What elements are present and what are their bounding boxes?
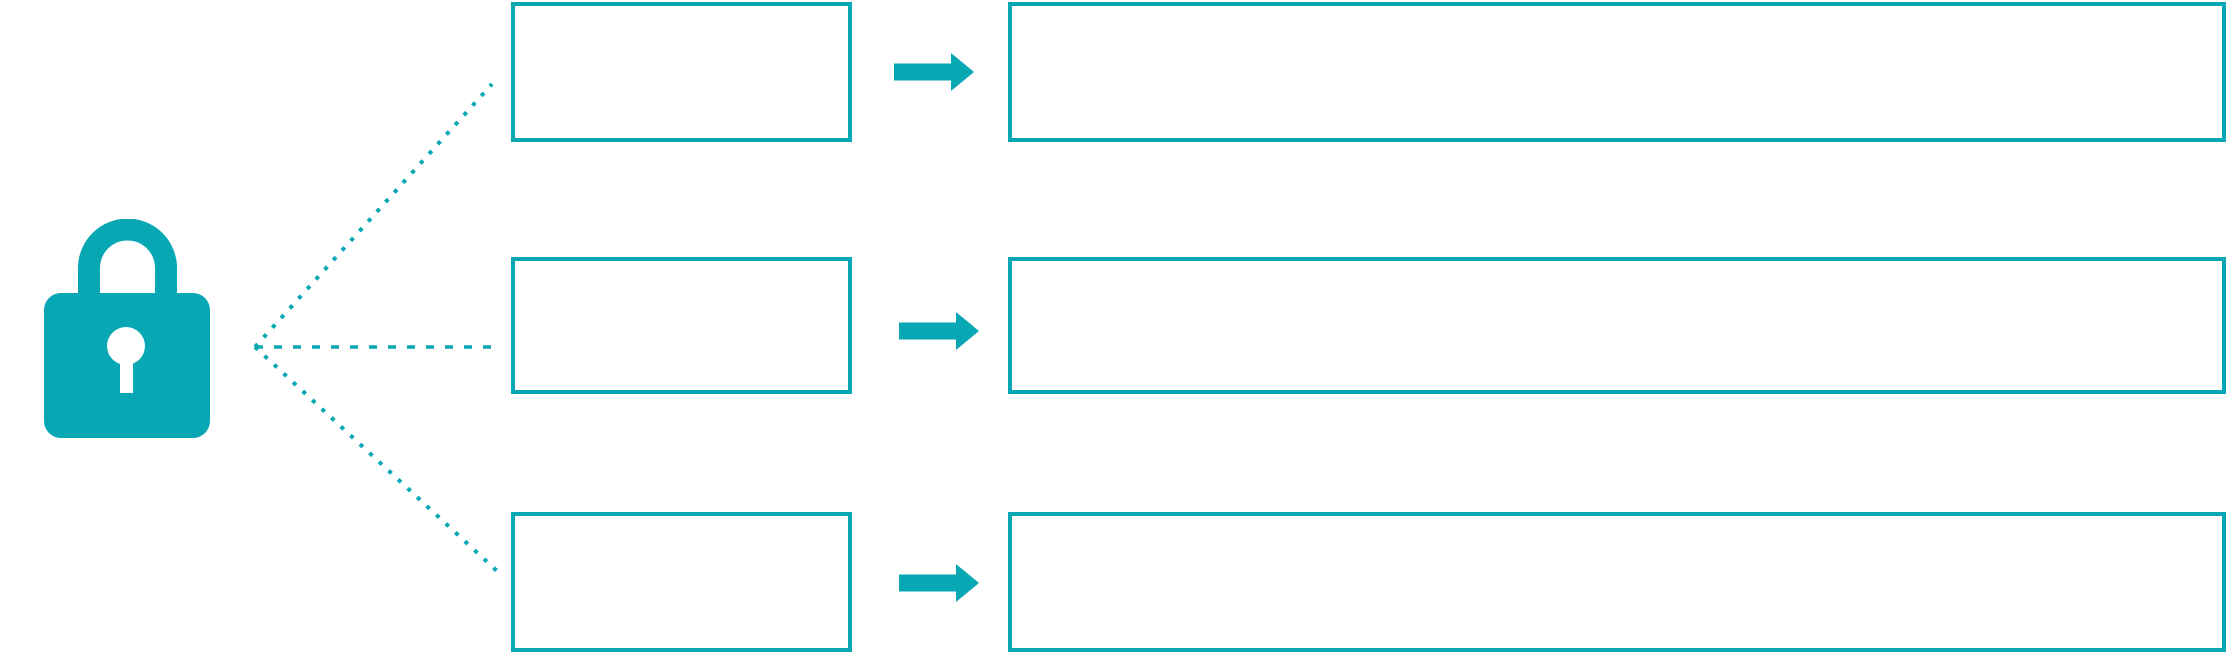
term-box-2 bbox=[511, 257, 852, 394]
term-box-3 bbox=[511, 512, 852, 652]
arrow-right-icon-1 bbox=[894, 53, 974, 91]
padlock-icon bbox=[44, 219, 210, 438]
definition-box-1 bbox=[1008, 2, 2226, 142]
connector-line-bottom bbox=[253, 345, 499, 573]
term-box-1 bbox=[511, 2, 852, 142]
arrow-right-icon-3 bbox=[899, 564, 979, 602]
definition-box-3 bbox=[1008, 512, 2226, 652]
keyhole-stem bbox=[120, 355, 133, 393]
connector-line-top bbox=[253, 82, 494, 349]
arrow-right-icon-2 bbox=[899, 312, 979, 350]
keyhole-circle bbox=[107, 327, 145, 365]
definition-box-2 bbox=[1008, 257, 2226, 394]
padlock-shackle bbox=[78, 219, 177, 314]
